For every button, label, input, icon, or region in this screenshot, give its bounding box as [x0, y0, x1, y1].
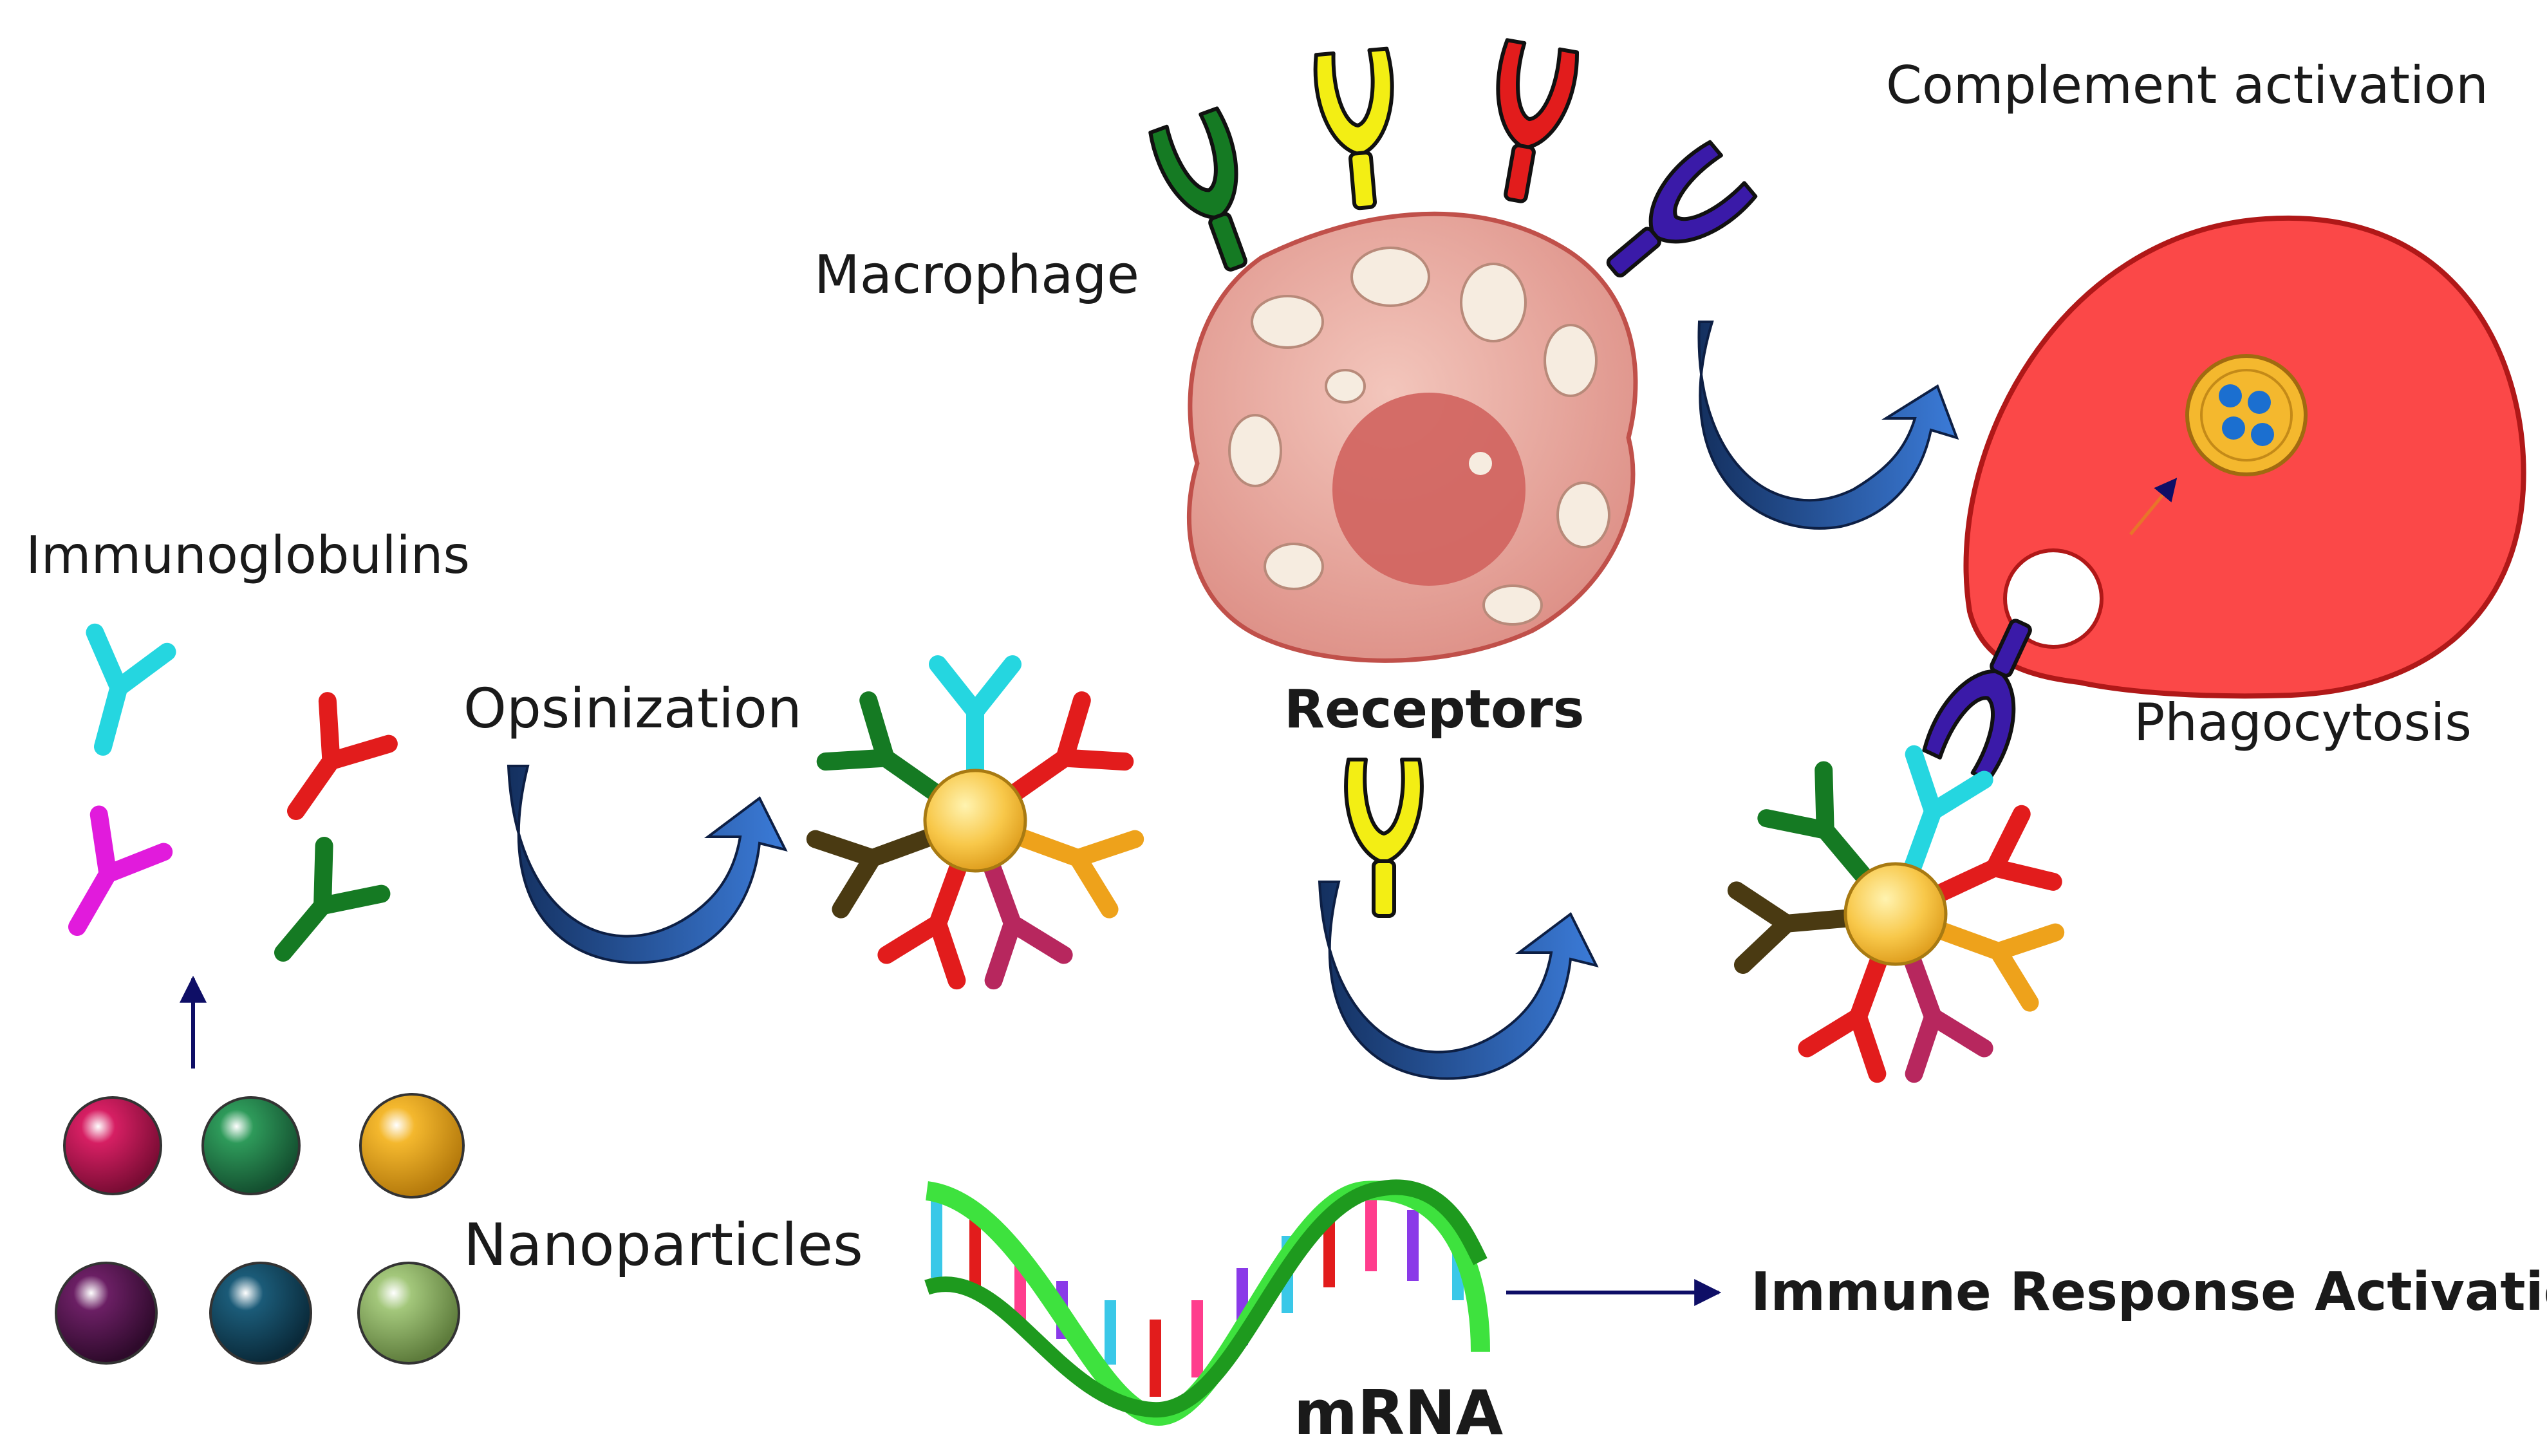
antibody-red [265, 701, 388, 832]
receptor-yellow-lower [1346, 760, 1422, 916]
receptor-red [1478, 40, 1580, 207]
antibody-green [255, 846, 382, 976]
macrophage-cell [1186, 211, 1638, 663]
receptor-yellow [1314, 48, 1403, 210]
nanoparticle-purple [55, 1262, 158, 1365]
antibody-cyan [67, 633, 167, 756]
mrna-label: mRNA [1294, 1378, 1504, 1449]
curved-arrow-lower [1318, 881, 1599, 1080]
receptor-violet [1589, 140, 1757, 299]
receptor-green [1148, 107, 1273, 281]
complement-activation-label: Complement activation [1886, 55, 2488, 115]
nanoparticles-label: Nanoparticles [463, 1211, 863, 1279]
antibody-magenta [45, 815, 163, 946]
opsinization-label: Opsinization [463, 677, 802, 741]
nanoparticle-blue [209, 1262, 312, 1365]
curved-arrow-opsinization [507, 765, 788, 964]
nanoparticle-lightgreen [357, 1262, 460, 1365]
nanoparticle-green [201, 1096, 301, 1195]
macrophage-label: Macrophage [814, 245, 1139, 306]
immunoglobulins-group [45, 633, 389, 977]
nanoparticle-yellow [359, 1093, 465, 1199]
receptors-label: Receptors [1284, 679, 1584, 740]
curved-arrow-complement [1697, 321, 1959, 530]
mrna-helix [924, 1179, 1490, 1426]
phagocytosis-label: Phagocytosis [2134, 693, 2472, 752]
nanoparticle-pink [63, 1096, 162, 1195]
opsonized-nanoparticle-middle [816, 664, 1135, 980]
nanoparticles-group [55, 1093, 465, 1365]
complement-cell [1963, 215, 2526, 699]
immune-response-label: Immune Response Activation [1751, 1262, 2547, 1323]
opsonized-nanoparticle-right [1737, 754, 2055, 1074]
immunoglobulins-label: Immunoglobulins [26, 525, 470, 585]
